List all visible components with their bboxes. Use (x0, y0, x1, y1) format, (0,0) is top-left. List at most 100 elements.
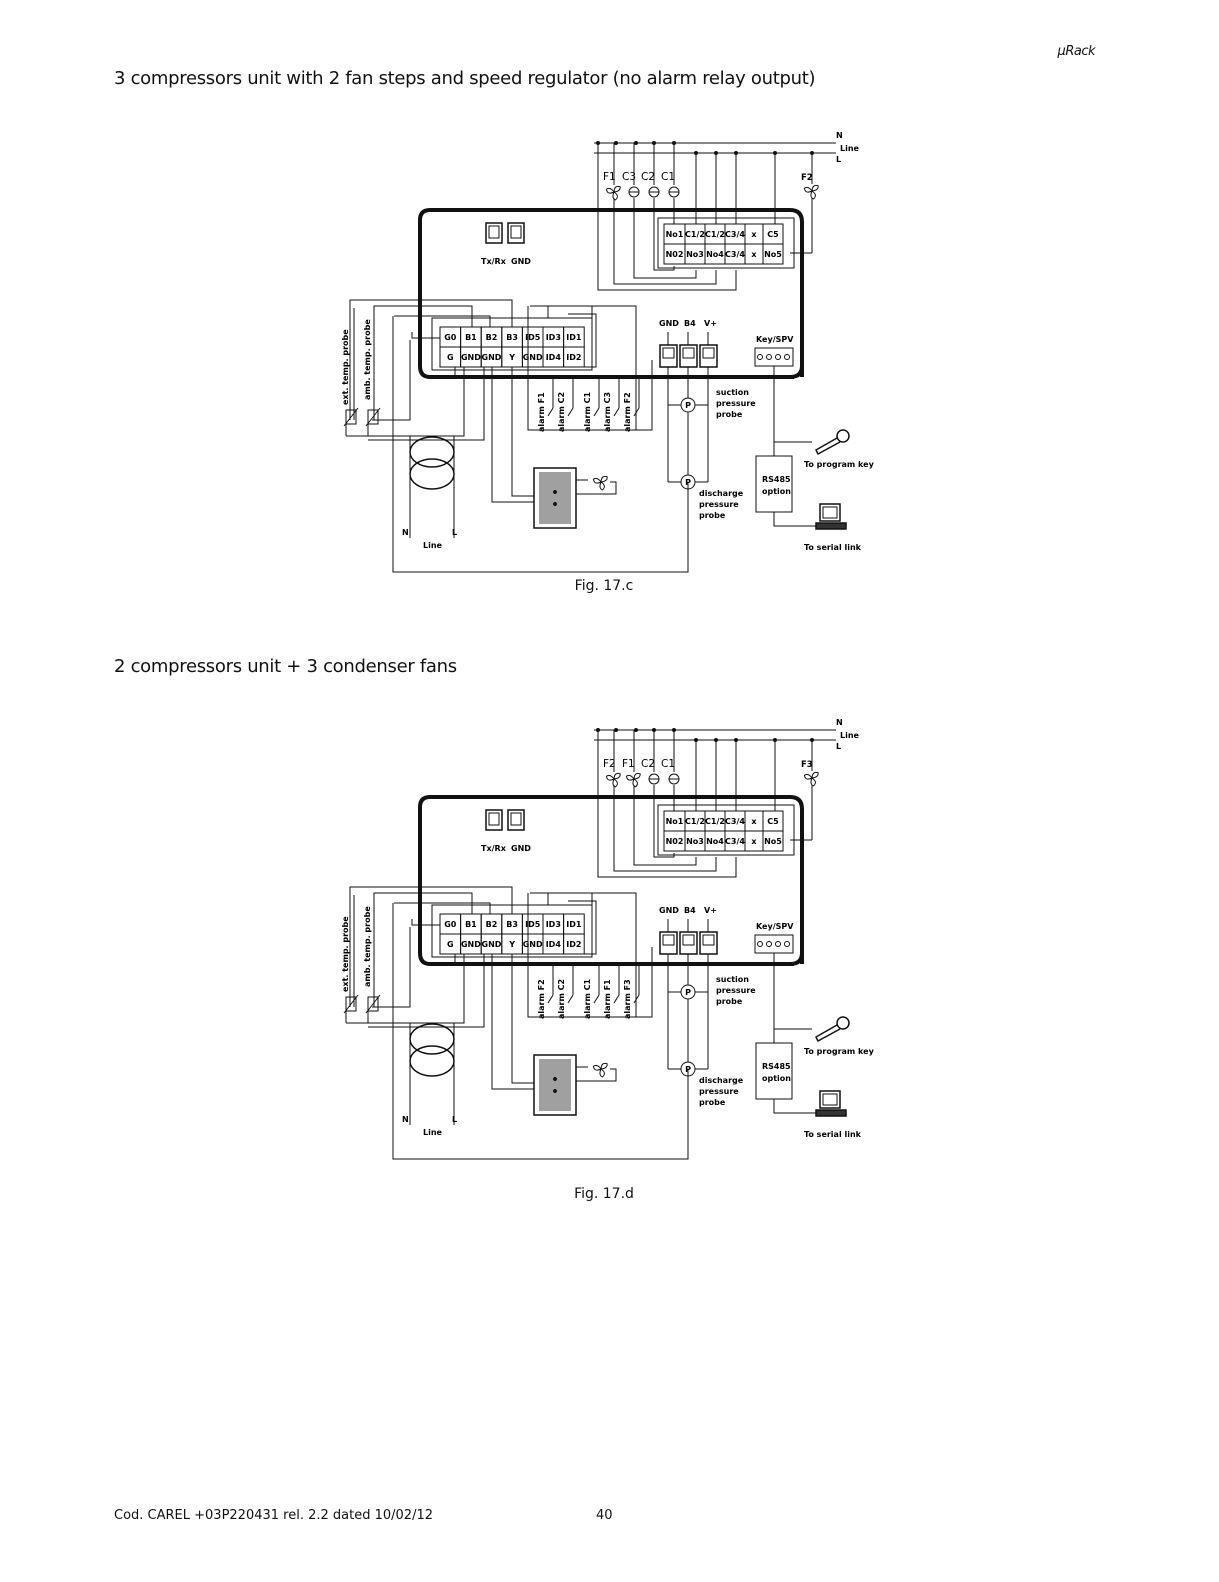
program-key-label: To program key (804, 1047, 875, 1056)
junction-dot (634, 141, 638, 145)
rs485-option-label: option (762, 1074, 791, 1083)
terminal-label: ID1 (566, 333, 582, 342)
terminal-label: G (447, 353, 454, 362)
relay-label: C5 (767, 230, 779, 239)
key-spv-pin (766, 941, 772, 947)
rs485-label: RS485 (762, 475, 791, 484)
mains-n-label: N (836, 131, 843, 140)
relay-label: No3 (686, 837, 704, 846)
discharge-probe-label: probe (699, 511, 726, 520)
terminal-label: GND (461, 353, 481, 362)
load-label-C1: C1 (661, 758, 675, 770)
transformer-secondary (409, 1045, 455, 1077)
transformer-line-label: Line (423, 541, 443, 550)
relay-block-outline (657, 217, 795, 269)
load-label-C1: C1 (661, 171, 675, 183)
probe-wire (368, 954, 485, 1028)
junction-dot (553, 1077, 557, 1081)
terminal-label: B2 (486, 333, 498, 342)
alarm-label: alarm F2 (537, 979, 546, 1019)
alarm-label: alarm F1 (537, 392, 546, 432)
terminal-label: ID3 (546, 920, 561, 929)
amb-probe-label: amb. temp. probe (363, 319, 372, 400)
load-label-F1: F1 (622, 758, 635, 770)
discharge-wire (392, 903, 689, 1160)
alarm-contact (633, 407, 640, 417)
probe-wire (346, 367, 465, 437)
program-key-icon (836, 429, 850, 443)
terminal-label: ID4 (546, 940, 562, 949)
probe-wire (372, 927, 411, 1008)
alarm-label: alarm F1 (603, 979, 612, 1019)
alarm-wire (547, 305, 593, 318)
ext-probe-sensor (345, 996, 357, 1012)
load-label-F2: F2 (603, 758, 616, 770)
return-wire (633, 216, 697, 279)
program-key-icon (815, 437, 841, 456)
alarm-common (527, 306, 653, 431)
amb-probe-label: amb. temp. probe (363, 906, 372, 987)
return-wire (597, 143, 737, 291)
regulator-wire (576, 481, 617, 495)
speed-regulator (533, 1054, 577, 1116)
probe-wire (346, 954, 465, 1024)
rs485-option-box (755, 1042, 793, 1100)
key-spv-pin (757, 354, 763, 360)
terminal-bottom (563, 346, 585, 368)
amb-probe-sensor (367, 409, 379, 425)
relay-label: C3/4 (725, 250, 745, 259)
key-spv-label: Key/SPV (756, 922, 794, 931)
alarm-label: alarm F3 (623, 979, 632, 1019)
program-key-label: To program key (804, 460, 875, 469)
alarm-label: alarm C1 (583, 979, 592, 1019)
figure-1-title: 3 compressors unit with 2 fan steps and … (114, 68, 816, 89)
alarm-wire (568, 900, 597, 955)
serial-link-pc-icon (819, 1090, 841, 1109)
ext-probe-sensor (345, 409, 357, 425)
discharge-probe-label: discharge (699, 489, 744, 498)
txrx-label: Tx/Rx (481, 844, 507, 853)
terminal-label: ID5 (525, 333, 541, 342)
relay-terminal-bottom (762, 243, 784, 265)
junction-dot (614, 728, 618, 732)
relay-label: x (751, 817, 757, 826)
right-fan-label: F2 (801, 173, 813, 183)
probe-wire (411, 919, 440, 926)
txrx-pin (488, 812, 500, 826)
ext-probe-label: ext. temp. probe (341, 329, 350, 405)
probe-connector-pin (662, 347, 675, 359)
regulator-fan-icon (592, 1062, 608, 1078)
txrx-gnd-label: GND (511, 257, 531, 266)
alarm-wire (568, 313, 597, 368)
txrx-pin (488, 225, 500, 239)
relay-label: C1/2 (685, 817, 705, 826)
terminal-label: B3 (506, 333, 518, 342)
mains-n-label: N (836, 718, 843, 727)
serial-link-label: To serial link (804, 1130, 862, 1139)
transformer-line-label: Line (423, 1128, 443, 1137)
alarm-contact (593, 407, 600, 417)
terminal-label: B1 (465, 920, 477, 929)
junction-dot (553, 490, 557, 494)
fan-icon-right (803, 771, 819, 787)
relay-label: x (751, 250, 757, 259)
probe-conn-gnd: GND (659, 906, 679, 915)
fan-icon-F1 (625, 772, 641, 788)
terminal-label: B3 (506, 920, 518, 929)
gnd-pin (510, 812, 522, 826)
program-key-icon (836, 1016, 850, 1030)
key-spv-label: Key/SPV (756, 335, 794, 344)
relay-label: C1/2 (685, 230, 705, 239)
probe-connector-pin (702, 934, 715, 946)
return-wire (613, 803, 717, 872)
amb-probe-sensor (365, 407, 381, 427)
alarm-contact (613, 407, 620, 417)
probe-wire (411, 332, 440, 339)
gnd-connector (507, 809, 525, 831)
relay-label: No3 (686, 250, 704, 259)
terminal-label: GND (482, 353, 502, 362)
key-spv-pin (784, 354, 790, 360)
discharge-wire (392, 316, 689, 573)
serial-link-label: To serial link (804, 543, 862, 552)
probe-conn-vplus: V+ (704, 319, 717, 328)
